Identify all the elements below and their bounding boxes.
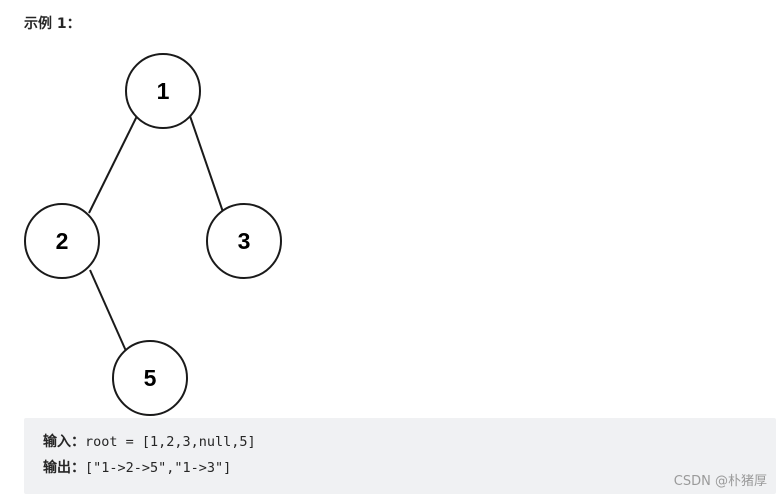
example-io-block: 输入：root = [1,2,3,null,5] 输出：["1->2->5","… <box>24 418 776 494</box>
tree-node-2: 2 <box>24 203 100 279</box>
output-line: 输出：["1->2->5","1->3"] <box>43 458 231 478</box>
csdn-watermark: CSDN @朴猪厚 <box>673 474 767 489</box>
input-label: 输入： <box>43 434 85 450</box>
example-title: 示例 1： <box>24 16 81 32</box>
output-label: 输出： <box>43 460 85 476</box>
tree-node-1: 1 <box>125 53 201 129</box>
edge-2-5 <box>89 269 127 352</box>
input-value: root = [1,2,3,null,5] <box>85 434 256 450</box>
output-value: ["1->2->5","1->3"] <box>85 460 232 476</box>
input-line: 输入：root = [1,2,3,null,5] <box>43 432 256 452</box>
tree-node-label: 5 <box>144 365 157 391</box>
tree-node-label: 1 <box>157 78 170 104</box>
tree-node-label: 2 <box>56 228 69 254</box>
edge-1-3 <box>189 115 224 213</box>
tree-node-5: 5 <box>112 340 188 416</box>
edge-1-2 <box>88 115 138 214</box>
tree-node-3: 3 <box>206 203 282 279</box>
binary-tree-diagram: 1 2 3 5 <box>24 53 282 416</box>
tree-node-label: 3 <box>238 228 251 254</box>
